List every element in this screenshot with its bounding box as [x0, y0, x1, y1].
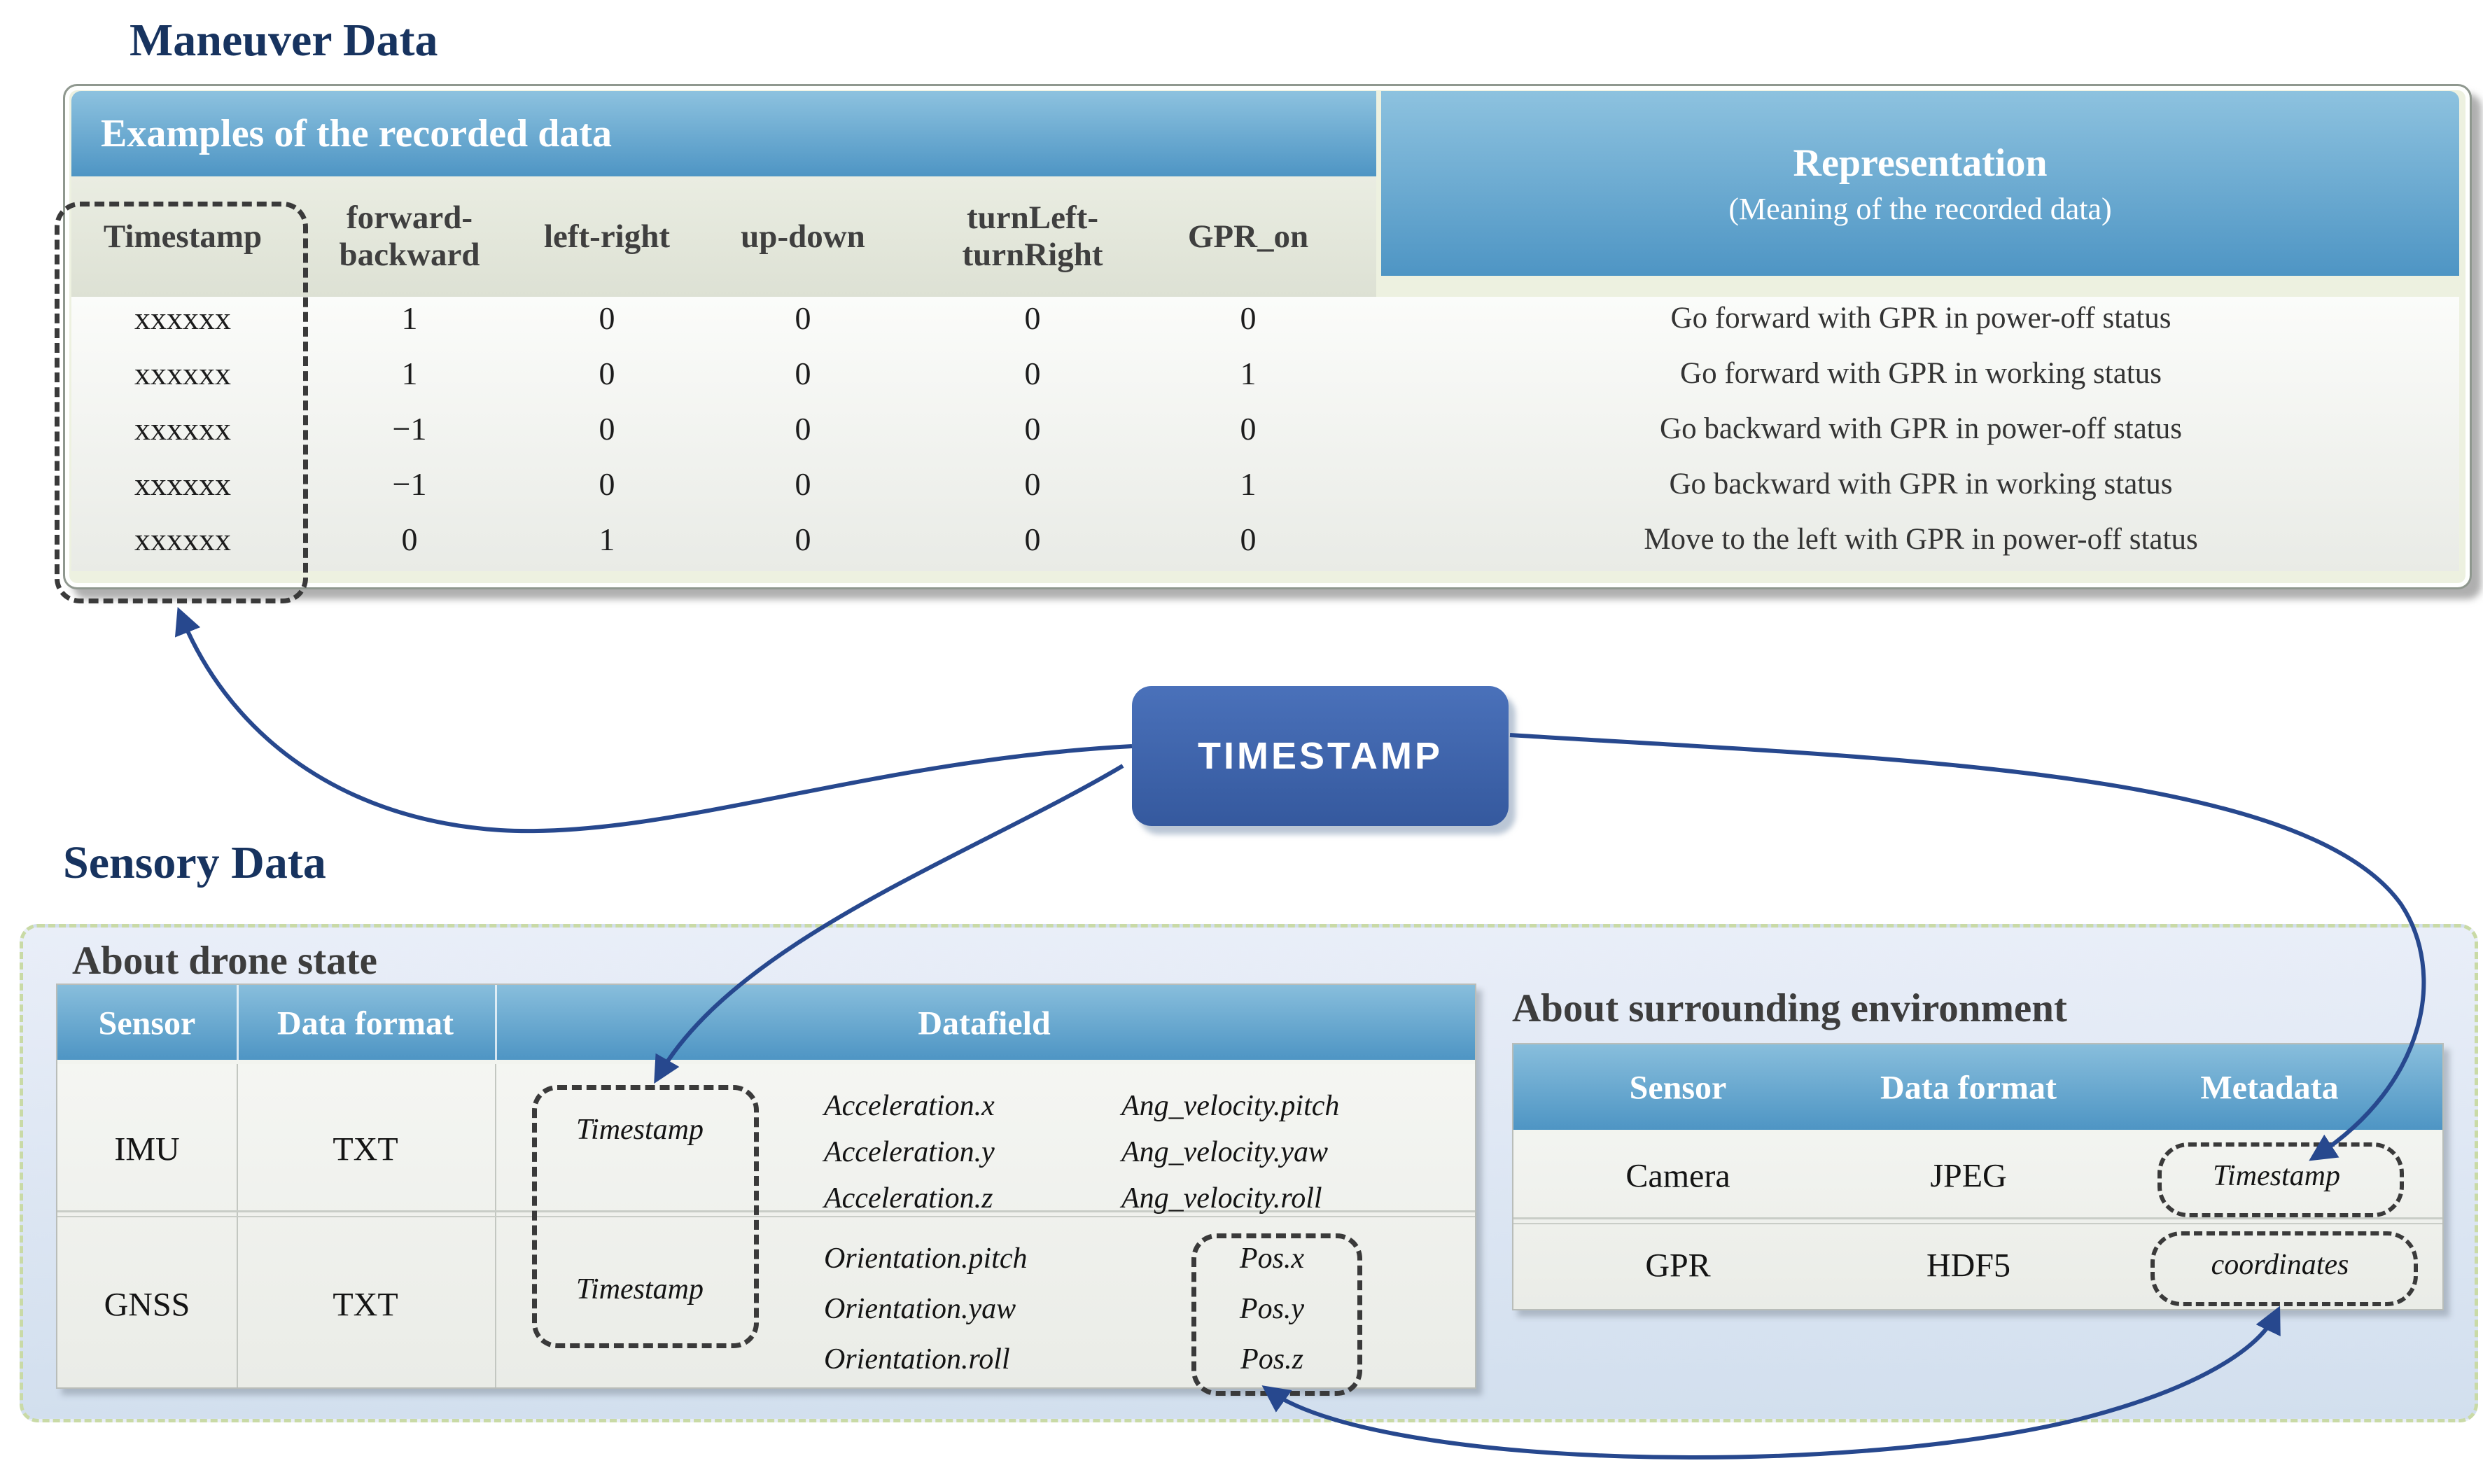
timestamp-node-label: TIMESTAMP — [1198, 735, 1443, 777]
examples-header-bar: Examples of the recorded data — [71, 91, 1376, 176]
drone-imu-field: Acceleration.z — [824, 1182, 993, 1214]
timestamp-column-dashed-highlight — [55, 202, 308, 603]
cell-turn: 0 — [1024, 300, 1041, 336]
cell-turn: 0 — [1024, 522, 1041, 557]
cell-representation: Move to the left with GPR in power-off s… — [1644, 523, 2198, 556]
cell-up-down: 0 — [795, 300, 811, 336]
drone-pos-dashed-highlight — [1191, 1233, 1362, 1396]
cell-forward-backward: 1 — [401, 300, 418, 336]
drone-table-header — [57, 985, 1475, 1064]
env-camera-format: JPEG — [1930, 1157, 2007, 1195]
column-divider — [237, 1064, 238, 1387]
examples-header-label: Examples of the recorded data — [101, 112, 612, 155]
cell-forward-backward: 1 — [401, 356, 418, 391]
cell-left-right: 0 — [599, 466, 615, 502]
cell-left-right: 0 — [599, 356, 615, 391]
cell-timestamp: xxxxxx — [134, 466, 231, 502]
env-header-metadata: Metadata — [2200, 1069, 2339, 1107]
maneuver-column-header-strip — [71, 176, 1376, 298]
maneuver-section-title: Maneuver Data — [130, 15, 438, 66]
representation-subtitle: (Meaning of the recorded data) — [1728, 191, 2112, 226]
drone-header-sensor: Sensor — [98, 1004, 196, 1042]
cell-turn: 0 — [1024, 356, 1041, 391]
column-header-timestamp: Timestamp — [103, 218, 263, 255]
drone-imu-format: TXT — [333, 1130, 398, 1168]
timestamp-node: TIMESTAMP — [1132, 686, 1509, 826]
env-gpr-sensor: GPR — [1645, 1247, 1711, 1284]
column-divider — [495, 1064, 496, 1387]
drone-imu-field: Ang_velocity.pitch — [1121, 1090, 1340, 1122]
column-header-left-right: left-right — [543, 218, 671, 255]
drone-state-title: About drone state — [72, 939, 377, 983]
row-divider — [1513, 1223, 2442, 1224]
cell-representation: Go forward with GPR in working status — [1680, 357, 2162, 390]
cell-gpr-on: 0 — [1240, 522, 1257, 557]
drone-imu-field: Acceleration.x — [824, 1090, 995, 1122]
drone-imu-field: Ang_velocity.yaw — [1121, 1136, 1329, 1168]
column-header-gpr-on: GPR_on — [1187, 218, 1309, 255]
drone-gnss-field: Orientation.roll — [824, 1343, 1010, 1376]
env-timestamp-dashed-highlight — [2157, 1142, 2404, 1217]
cell-up-down: 0 — [795, 522, 811, 557]
cell-timestamp: xxxxxx — [134, 522, 231, 557]
drone-imu-field: Acceleration.y — [824, 1136, 995, 1168]
maneuver-data-panel — [71, 297, 2459, 571]
column-header-up-down: up-down — [741, 218, 865, 255]
env-camera-metadata: Timestamp — [2212, 1160, 2341, 1192]
row-divider — [57, 1216, 1475, 1217]
drone-header-datafield: Datafield — [918, 1004, 1051, 1042]
column-divider — [495, 985, 497, 1060]
drone-gnss-format: TXT — [333, 1286, 398, 1324]
environment-table: Sensor Data format Metadata Camera JPEG … — [1512, 1043, 2444, 1310]
row-divider — [1513, 1217, 2442, 1219]
cell-gpr-on: 0 — [1240, 411, 1257, 447]
drone-imu-sensor: IMU — [114, 1130, 180, 1168]
drone-imu-field: Ang_velocity.roll — [1121, 1182, 1322, 1214]
drone-gnss-field: Orientation.pitch — [824, 1242, 1028, 1275]
cell-turn: 0 — [1024, 411, 1041, 447]
cell-gpr-on: 1 — [1240, 356, 1257, 391]
sensory-section-title: Sensory Data — [63, 837, 326, 888]
cell-gpr-on: 1 — [1240, 466, 1257, 502]
drone-state-table: Sensor Data format Datafield IMU TXT Tim… — [56, 983, 1476, 1396]
representation-header: Representation (Meaning of the recorded … — [1381, 91, 2459, 276]
cell-up-down: 0 — [795, 411, 811, 447]
drone-gnss-timestamp: Timestamp — [575, 1273, 704, 1306]
drone-gnss-pos: Pos.x — [1239, 1242, 1305, 1275]
column-divider — [237, 985, 239, 1060]
cell-representation: Go backward with GPR in working status — [1669, 468, 2173, 500]
env-header-data-format: Data format — [1880, 1069, 2057, 1107]
column-header-turnleft-turnright: turnLeft-turnRight — [962, 200, 1103, 273]
cell-up-down: 0 — [795, 466, 811, 502]
drone-gnss-sensor: GNSS — [104, 1286, 190, 1324]
drone-header-data-format: Data format — [277, 1004, 454, 1042]
cell-forward-backward: −1 — [392, 411, 427, 447]
cell-left-right: 1 — [599, 522, 615, 557]
drone-timestamp-dashed-highlight — [532, 1085, 759, 1348]
row-divider — [57, 1210, 1475, 1212]
cell-forward-backward: 0 — [401, 522, 418, 557]
cell-timestamp: xxxxxx — [134, 411, 231, 447]
representation-title: Representation — [1793, 141, 2048, 185]
cell-left-right: 0 — [599, 300, 615, 336]
cell-gpr-on: 0 — [1240, 300, 1257, 336]
cell-timestamp: xxxxxx — [134, 356, 231, 391]
env-header-sensor: Sensor — [1629, 1069, 1727, 1107]
cell-turn: 0 — [1024, 466, 1041, 502]
drone-gnss-field: Orientation.yaw — [824, 1293, 1016, 1325]
cell-representation: Go backward with GPR in power-off status — [1660, 412, 2182, 445]
env-gpr-format: HDF5 — [1926, 1247, 2011, 1284]
arrow-timestamp-to-maneuver-column — [174, 607, 1133, 834]
env-coordinates-dashed-highlight — [2150, 1231, 2418, 1306]
environment-title: About surrounding environment — [1512, 986, 2067, 1030]
cell-timestamp: xxxxxx — [134, 300, 231, 336]
env-camera-sensor: Camera — [1625, 1157, 1730, 1195]
cell-left-right: 0 — [599, 411, 615, 447]
env-gpr-metadata: coordinates — [2211, 1249, 2349, 1281]
drone-imu-timestamp: Timestamp — [575, 1114, 704, 1146]
column-header-forward-backward: forward-backward — [339, 200, 480, 273]
cell-forward-backward: −1 — [392, 466, 427, 502]
cell-representation: Go forward with GPR in power-off status — [1670, 302, 2171, 335]
cell-up-down: 0 — [795, 356, 811, 391]
